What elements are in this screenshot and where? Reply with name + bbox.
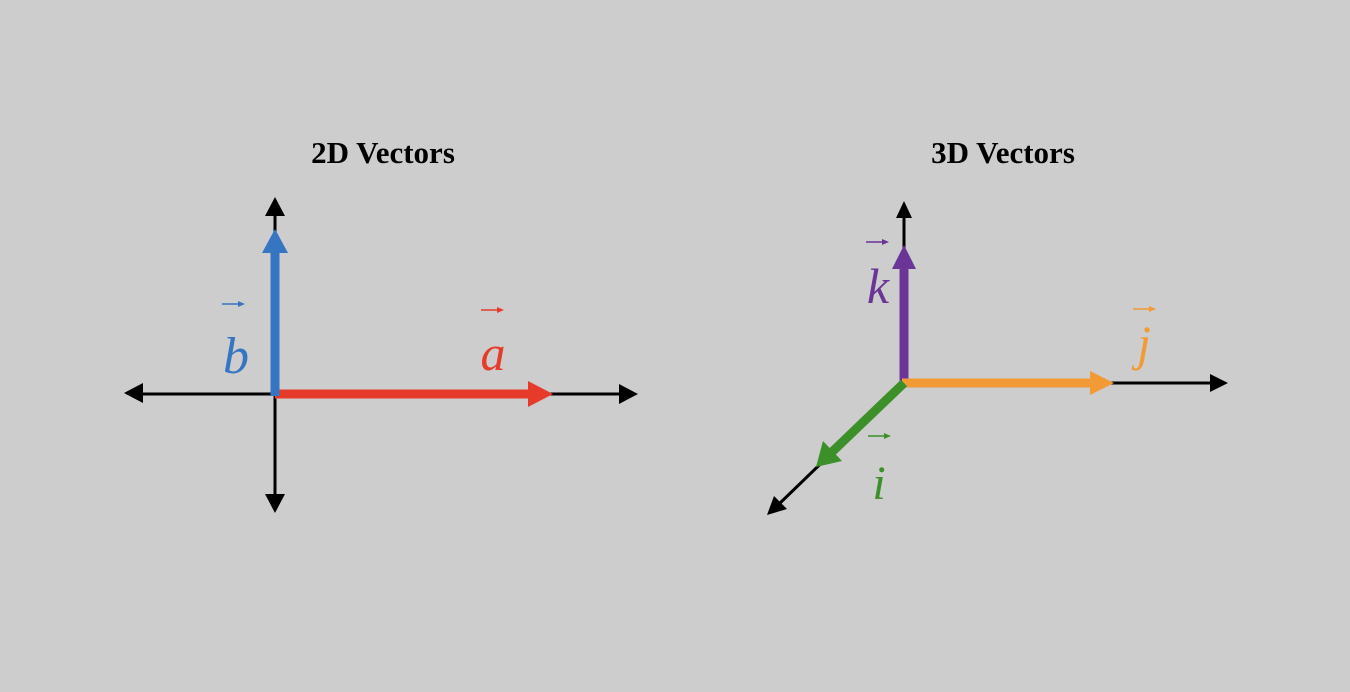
vector-k-label: k	[867, 258, 890, 314]
vector-k-arrowhead	[892, 245, 916, 269]
z-axis-3d-arrowhead	[896, 201, 912, 218]
vector-b-label: b	[223, 328, 249, 385]
vector-j-arrowhead	[1090, 371, 1114, 395]
vector-b: b	[222, 229, 288, 396]
vector-a-label: a	[481, 325, 506, 381]
y-axis-3d-arrowhead	[1210, 374, 1228, 392]
y-axis-2d-top-arrowhead	[265, 197, 285, 216]
vector-b-accent-head	[238, 301, 245, 307]
axes-2d	[124, 197, 638, 513]
vector-a: a	[275, 307, 553, 407]
vector-i-accent-head	[884, 433, 891, 439]
panel-3d-title: 3D Vectors	[931, 135, 1075, 170]
vector-k: k	[866, 239, 916, 386]
x-axis-2d-right-arrowhead	[619, 384, 638, 404]
vector-i: i	[816, 379, 908, 510]
vector-i-shaft	[828, 379, 908, 456]
x-axis-3d-arrowhead	[767, 496, 787, 515]
vector-i-label: i	[872, 457, 885, 510]
vector-j-accent-head	[1149, 306, 1156, 312]
vector-a-accent-head	[497, 307, 504, 313]
vector-j-label: j	[1131, 315, 1151, 371]
vector-k-accent-head	[882, 239, 889, 245]
x-axis-2d-left-arrowhead	[124, 383, 143, 403]
panel-2d: 2D Vectors a b	[124, 135, 638, 513]
panel-3d: 3D Vectors k j	[767, 135, 1228, 515]
panel-2d-title: 2D Vectors	[311, 135, 455, 170]
vector-a-arrowhead	[528, 381, 553, 407]
vector-b-arrowhead	[262, 229, 288, 253]
vector-i-arrowhead	[816, 441, 842, 467]
y-axis-2d-bottom-arrowhead	[265, 494, 285, 513]
axes-3d	[767, 201, 1228, 515]
